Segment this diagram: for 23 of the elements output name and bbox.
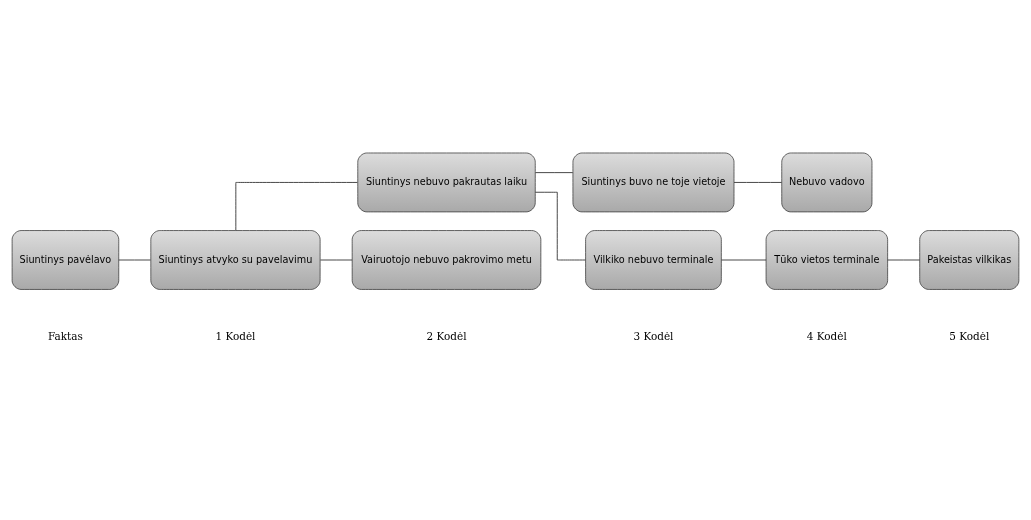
node-box: Vilkiko nebuvo terminale <box>585 230 722 290</box>
connector <box>733 182 783 183</box>
connector <box>887 259 921 261</box>
connector <box>535 172 574 174</box>
label: 2 Kodėl <box>426 330 467 343</box>
connector <box>534 191 586 261</box>
node-box: Siuntinys pavėlavo <box>11 230 120 290</box>
node-box: Siuntinys nebuvo pakrautas laiku <box>357 152 536 213</box>
connector <box>721 259 767 261</box>
label: 5 Kodėl <box>949 330 990 343</box>
node-box: Vairuotojo nebuvo pakrovimo metu <box>351 230 542 290</box>
connector <box>235 182 358 231</box>
connector <box>118 259 151 261</box>
connector <box>319 259 353 261</box>
node-box: Pakeistas vilkikas <box>919 230 1020 290</box>
label: 3 Kodėl <box>633 330 674 343</box>
label: Faktas <box>48 330 83 343</box>
node-box: Nebuvo vadovo <box>781 152 873 213</box>
node-box: Siuntinys atvyko su pavelavimu <box>150 230 321 290</box>
label: 1 Kodėl <box>215 330 256 343</box>
node-box: Tūko vietos terminale <box>765 230 888 290</box>
node-box: Siuntinys buvo ne toje vietoje <box>572 152 735 213</box>
label: 4 Kodėl <box>806 330 847 343</box>
